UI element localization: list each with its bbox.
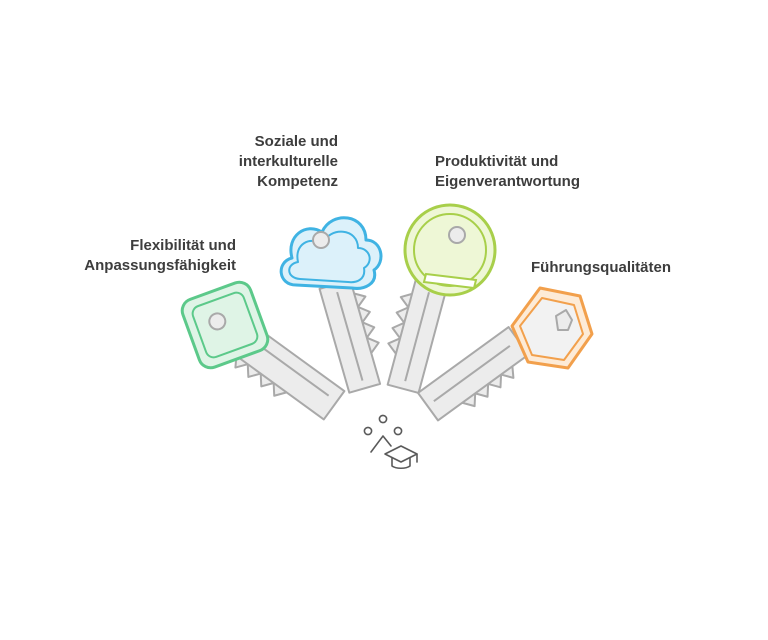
key-hole-social [312, 231, 330, 249]
label-productivity: Produktivität und Eigenverantwortung [435, 153, 581, 190]
key-hole-flexibility [208, 312, 227, 331]
key-blade-productivity [386, 279, 448, 394]
key-leadership [416, 286, 594, 422]
key-flexibility [180, 280, 346, 421]
label-leadership: Führungsqualitäten [531, 259, 671, 276]
label-flexibility: Flexibilität und Anpassungsfähigkeit [84, 237, 236, 274]
key-hole-leadership [555, 309, 573, 331]
key-hole-productivity [448, 226, 466, 244]
label-social: Soziale und interkulturelle Kompetenz [238, 133, 338, 190]
key-social [279, 216, 383, 394]
key-productivity [386, 203, 497, 394]
key-blade-leadership [416, 326, 530, 422]
graduation-cap-icon [363, 414, 418, 470]
key-blade-social [318, 279, 382, 394]
key-head-social [279, 216, 383, 290]
key-head-productivity [403, 203, 497, 297]
